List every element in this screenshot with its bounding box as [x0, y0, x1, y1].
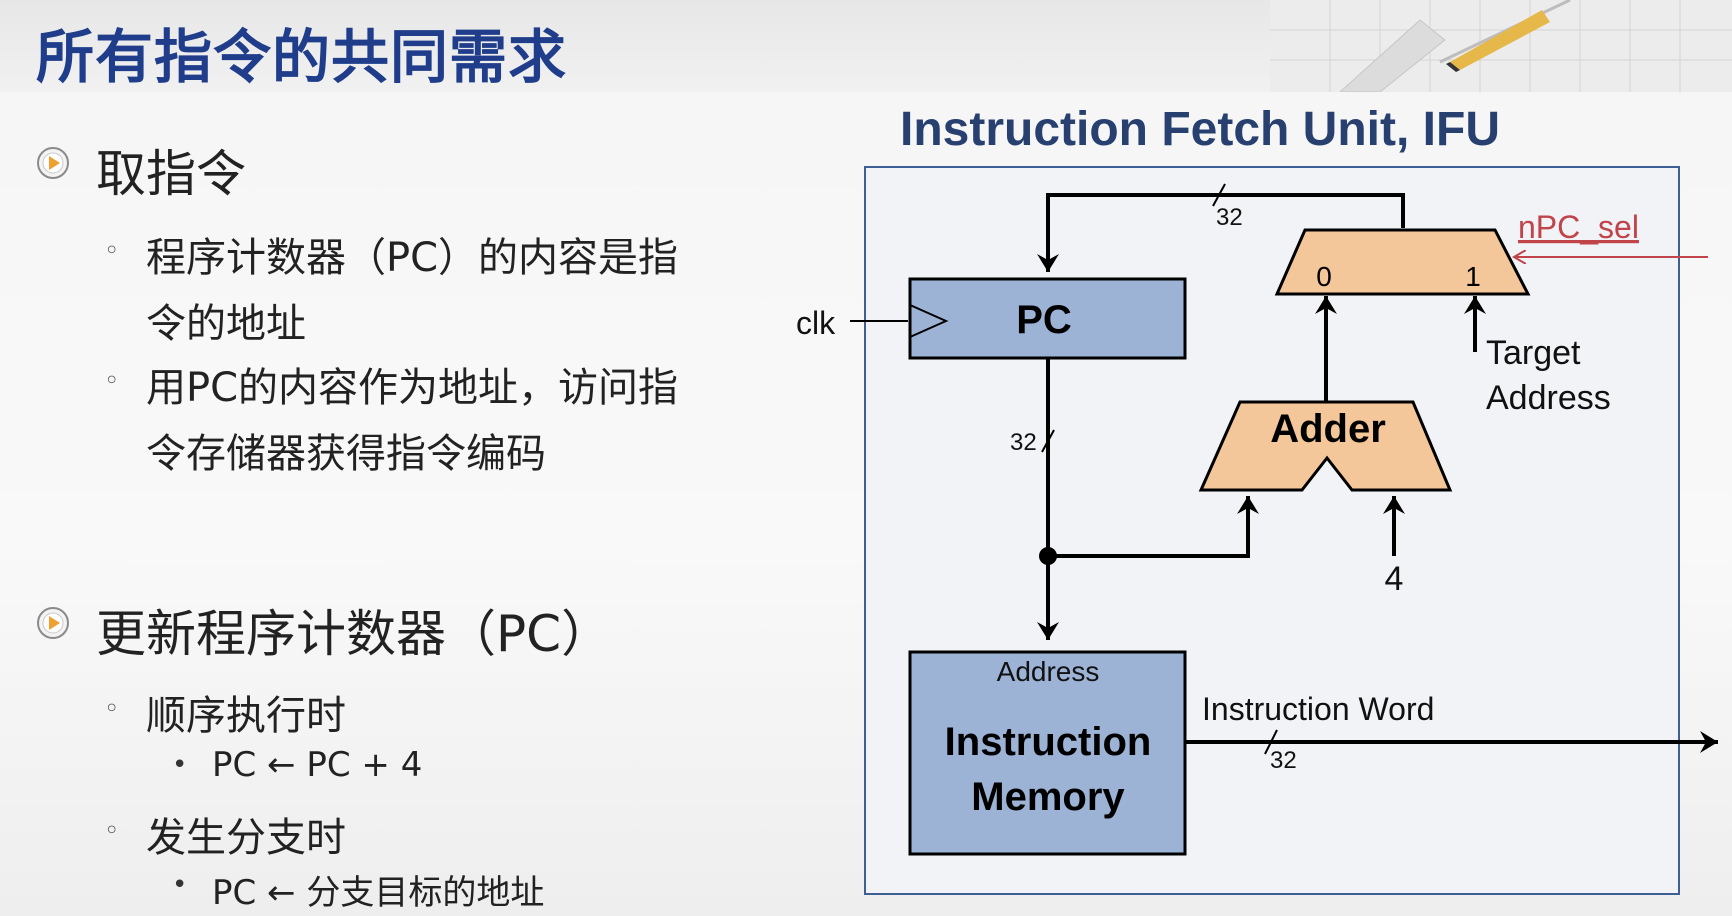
instr-word-label: Instruction Word	[1202, 691, 1434, 727]
slide-title: 所有指令的共同需求	[36, 23, 568, 91]
pc-label: PC	[1016, 298, 1072, 342]
mem-address-label: Address	[997, 656, 1100, 687]
mux-trapezoid	[1274, 228, 1531, 296]
bus-slash	[1264, 729, 1278, 755]
play-bullet-icon	[37, 147, 69, 179]
sub-bullet-dot: ◦	[104, 694, 120, 724]
npc-sel-label: nPC_sel	[1518, 209, 1639, 245]
bus-slash	[1041, 429, 1055, 453]
clk-label: clk	[796, 305, 836, 341]
mem-label-line2: Memory	[971, 775, 1125, 819]
section2-sub2-detail: PC ← 分支目标的地址	[212, 873, 545, 913]
pc-register	[908, 277, 1187, 360]
bus-slash	[1212, 183, 1226, 207]
adder-input-wire	[1048, 496, 1259, 558]
pencil-decoration	[1270, 0, 1732, 92]
bus-width-label: 32	[1270, 747, 1297, 774]
const-four-label: 4	[1385, 560, 1404, 598]
section1-item-2-cont: 令存储器获得指令编码	[146, 431, 546, 477]
mux-input-0: 0	[1316, 261, 1332, 292]
mux-input-1: 1	[1465, 261, 1481, 292]
section2-sub1-detail: PC ← PC + 4	[212, 745, 423, 785]
target-label-line2: Address	[1486, 379, 1611, 417]
section2-heading: 更新程序计数器（PC）	[96, 605, 612, 663]
section2-sub2: 发生分支时	[146, 815, 346, 861]
sub-bullet-dot: ◦	[104, 816, 120, 846]
sub-bullet-dot: ◦	[104, 366, 120, 396]
section1-item-2: 用PC的内容作为地址，访问指	[146, 365, 679, 411]
ter-bullet-dot: •	[172, 870, 188, 900]
bus-width-label: 32	[1010, 429, 1037, 456]
section1-item-1: 程序计数器（PC）的内容是指	[146, 235, 679, 281]
diagram-title: Instruction Fetch Unit, IFU	[900, 103, 1500, 156]
play-bullet-icon	[37, 607, 69, 639]
instruction-memory	[908, 650, 1187, 856]
sub-bullet-dot: ◦	[104, 236, 120, 266]
section1-item-1-cont: 令的地址	[146, 301, 306, 347]
junction-dot	[1039, 547, 1057, 565]
mem-label-line1: Instruction	[945, 720, 1152, 764]
adder-shape	[1198, 400, 1453, 492]
bus-width-label: 32	[1216, 204, 1243, 231]
section1-heading: 取指令	[96, 145, 246, 203]
title-bar: 所有指令的共同需求	[0, 0, 1732, 92]
clock-triangle	[909, 304, 949, 338]
feedback-wire	[1037, 193, 1405, 272]
target-label-line1: Target	[1486, 334, 1581, 372]
adder-label: Adder	[1270, 407, 1386, 451]
section2-sub1: 顺序执行时	[146, 693, 346, 739]
ter-bullet-dot: •	[172, 750, 188, 780]
